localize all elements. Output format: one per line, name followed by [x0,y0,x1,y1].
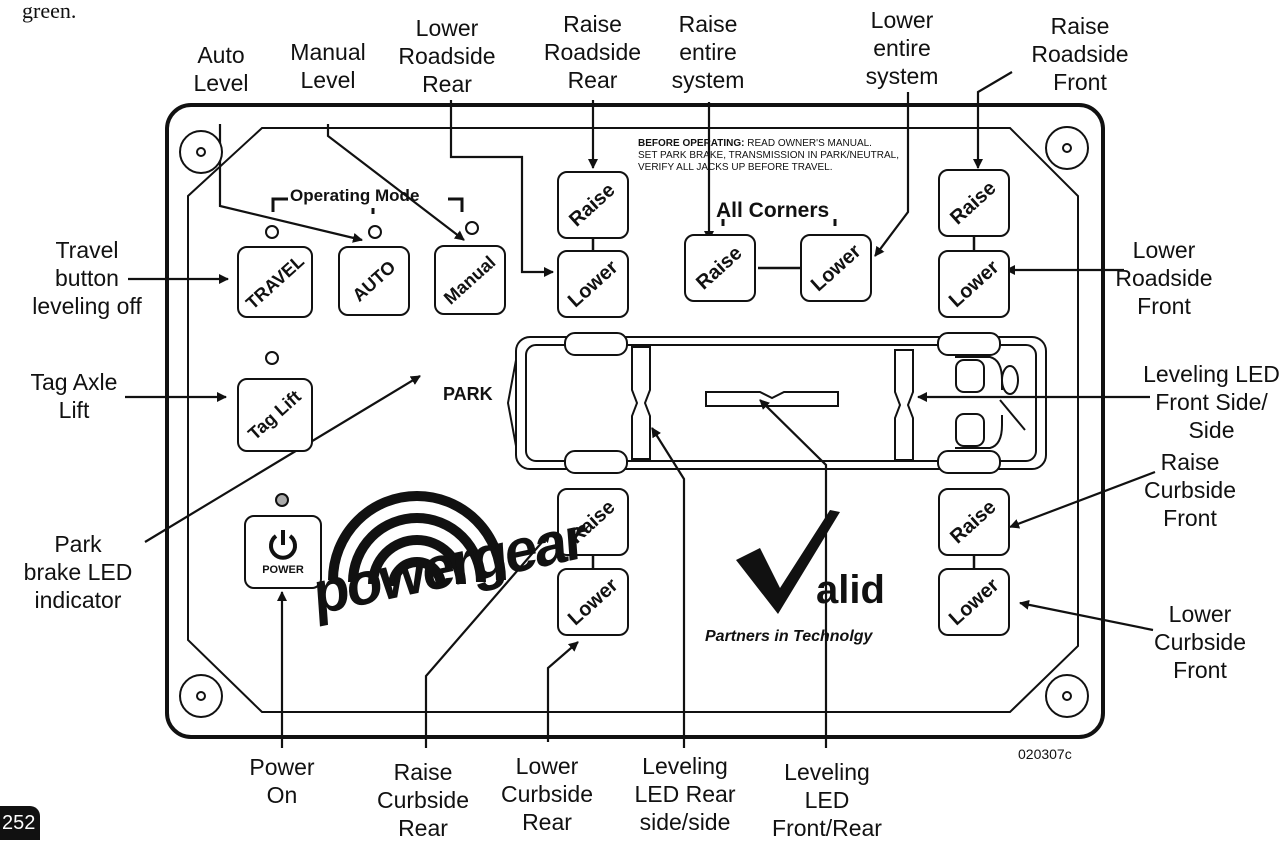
callout-lower-curbside-rear: Lower Curbside Rear [500,753,594,835]
lower-roadside-rear-button[interactable]: Lower [557,250,629,318]
valid-tagline: Partners in Technolgy [705,628,873,645]
lower-curbside-rear-button[interactable]: Lower [557,568,629,636]
callout-power-on: Power On [249,754,315,808]
power-button[interactable]: POWER [244,515,322,589]
callout-raise-roadside-front: Raise Roadside Front [1031,13,1129,95]
valid-checkmark-logo [736,510,840,614]
raise-roadside-front-button[interactable]: Raise [938,169,1010,237]
callout-park-brake-led: Park brake LED indicator [23,531,133,613]
auto-button[interactable]: AUTO [338,246,410,316]
screw-bottom-right [1045,674,1089,718]
callout-leveling-led-rear: Leveling LED Rear side/side [634,753,736,835]
callout-lower-entire-system: Lower entire system [865,7,939,89]
callout-lower-roadside-rear: Lower Roadside Rear [398,15,496,97]
raise-curbside-rear-button[interactable]: Raise [557,488,629,556]
callout-lower-roadside-front: Lower Roadside Front [1115,237,1213,319]
leveling-led-front-side-bar [894,349,914,461]
callout-raise-roadside-rear: Raise Roadside Rear [543,11,642,93]
callout-manual-level: Manual Level [290,39,366,93]
all-corners-label: All Corners [716,199,830,222]
lower-curbside-front-button[interactable]: Lower [938,568,1010,636]
valid-wordmark: alid [816,568,885,612]
callout-lower-curbside-front: Lower Curbside Front [1153,601,1247,683]
lower-all-corners-button[interactable]: Lower [800,234,872,302]
manual-button[interactable]: Manual [434,245,506,315]
leveling-led-front-rear-bar [705,391,839,407]
warning-text: BEFORE OPERATING: READ OWNER'S MANUAL. S… [638,138,899,173]
callout-raise-curbside-front: Raise Curbside Front [1143,449,1237,531]
callout-auto-level: Auto Level [193,42,249,96]
raise-curbside-front-button[interactable]: Raise [938,488,1010,556]
park-brake-led [275,493,289,507]
raise-all-corners-button[interactable]: Raise [684,234,756,302]
diagram-code: 020307c [1018,746,1072,762]
screw-top-left [179,130,223,174]
callout-travel-button: Travel button leveling off [32,237,142,319]
callout-tag-axle-lift: Tag Axle Lift [30,369,118,423]
travel-led [265,225,279,239]
page-number: 252 [2,812,36,834]
control-panel-inner-bevel [187,127,1079,713]
callout-leveling-led-front-rear: Leveling LED Front/Rear [772,759,882,841]
page-number-tab: 252 [0,806,40,840]
text-fragment-top: green. [22,0,77,23]
power-label: POWER [262,564,304,576]
lower-roadside-front-button[interactable]: Lower [938,250,1010,318]
operating-mode-bracket [271,197,464,212]
travel-button[interactable]: TRAVEL [237,246,313,318]
operating-mode-label: Operating Mode [290,186,420,205]
vehicle-outline [506,332,1047,474]
callout-raise-curbside-rear: Raise Curbside Rear [376,759,470,841]
manual-led [465,221,479,235]
callout-leveling-led-front-side: Leveling LED Front Side/ Side [1143,361,1280,443]
callout-raise-entire-system: Raise entire system [671,11,745,93]
park-label: PARK [443,384,493,404]
auto-led [368,225,382,239]
tag-lift-led [265,351,279,365]
screw-bottom-left [179,674,223,718]
powergear-logo-arcs [328,491,506,587]
tag-lift-button[interactable]: Tag Lift [237,378,313,452]
raise-roadside-rear-button[interactable]: Raise [557,171,629,239]
power-icon [269,530,297,560]
leveling-led-rear-bar [631,346,651,460]
screw-top-right [1045,126,1089,170]
